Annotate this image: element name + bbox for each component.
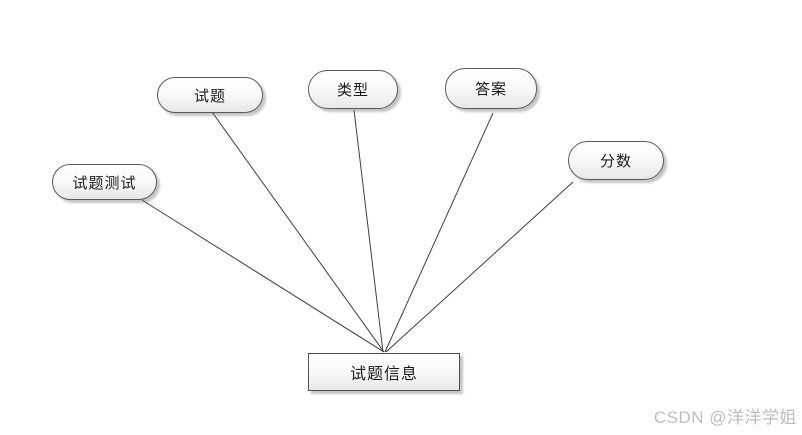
edge-daan-to-center bbox=[384, 112, 494, 353]
node-shiti-xinxi-label: 试题信息 bbox=[349, 366, 418, 383]
edge-shiti-ceshi-to-center bbox=[141, 199, 385, 353]
edge-fenshu-to-center bbox=[385, 181, 574, 353]
node-daan-label: 答案 bbox=[474, 82, 507, 98]
node-leixing: 类型 bbox=[308, 70, 398, 109]
node-daan: 答案 bbox=[445, 68, 537, 109]
node-shiti-ceshi-label: 试题测试 bbox=[72, 175, 137, 192]
node-shiti-xinxi: 试题信息 bbox=[308, 353, 460, 391]
node-leixing-label: 类型 bbox=[336, 83, 369, 99]
node-fenshu-label: 分数 bbox=[599, 154, 632, 170]
node-shiti-ceshi: 试题测试 bbox=[52, 164, 157, 200]
csdn-watermark: CSDN @洋洋学姐 bbox=[653, 408, 797, 427]
edge-shiti-to-center bbox=[211, 111, 385, 353]
node-shiti-label: 试题 bbox=[193, 88, 226, 105]
node-fenshu: 分数 bbox=[568, 141, 664, 180]
node-shiti: 试题 bbox=[157, 77, 263, 113]
edge-leixing-to-center bbox=[353, 109, 384, 353]
